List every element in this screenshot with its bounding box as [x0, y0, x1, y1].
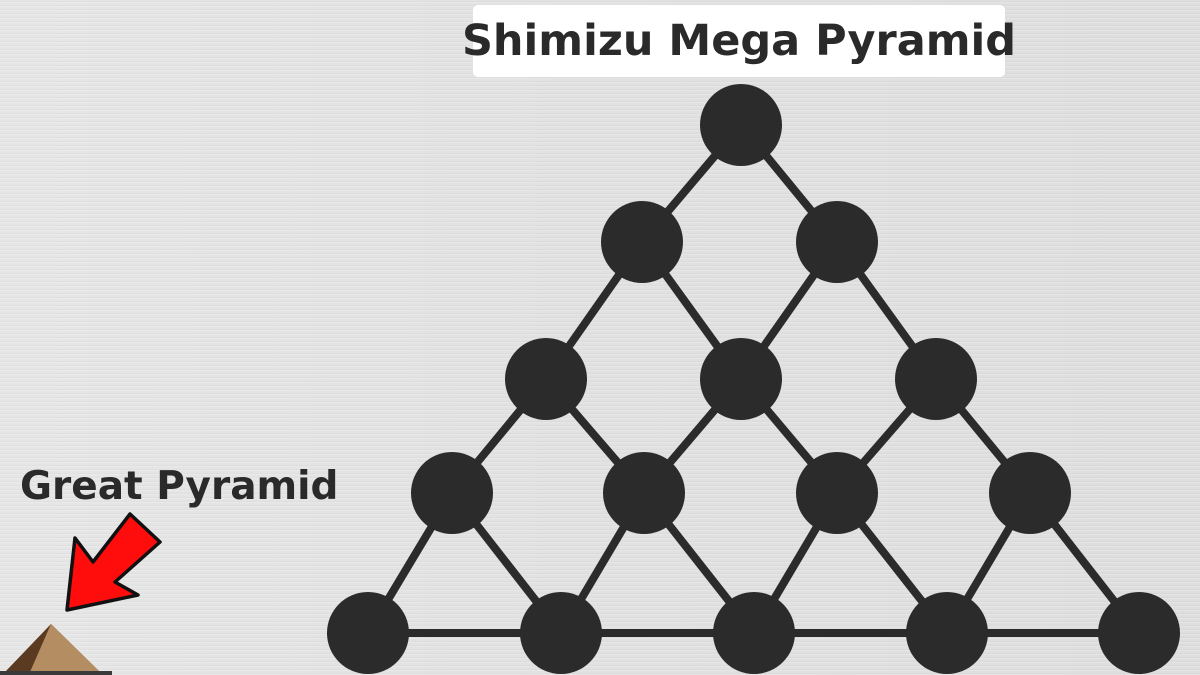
page-title: Shimizu Mega Pyramid [461, 15, 1017, 66]
lattice-node [603, 452, 685, 534]
great-pyramid-label: Great Pyramid [20, 464, 339, 509]
lattice-nodes [327, 84, 1180, 674]
lattice-node [700, 338, 782, 420]
lattice-node [713, 592, 795, 674]
lattice-node [411, 452, 493, 534]
lattice-node [327, 592, 409, 674]
lattice-node [796, 452, 878, 534]
lattice-node [989, 452, 1071, 534]
red-arrow-icon [65, 512, 162, 612]
great-pyramid-icon [0, 624, 112, 675]
title-box: Shimizu Mega Pyramid [462, 5, 1016, 77]
lattice-node [505, 338, 587, 420]
lattice-node [520, 592, 602, 674]
lattice-node [1098, 592, 1180, 674]
lattice-node [601, 201, 683, 283]
lattice-node [906, 592, 988, 674]
lattice-node [700, 84, 782, 166]
lattice-node [796, 201, 878, 283]
lattice-node [895, 338, 977, 420]
